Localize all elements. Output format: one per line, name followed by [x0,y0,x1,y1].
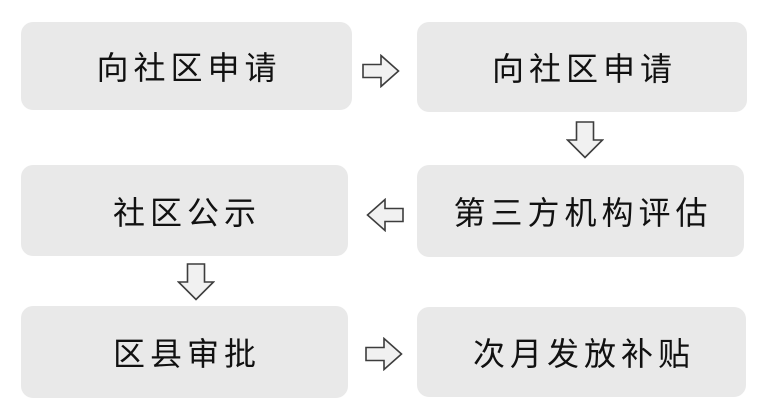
flow-node-third-party-evaluation: 第三方机构评估 [417,165,744,257]
flow-node-label: 次月发放补贴 [472,336,695,372]
flow-node-community-publicity: 社区公示 [21,165,348,256]
flow-node-subsidy-paid-next-month: 次月发放补贴 [417,307,746,397]
right-arrow-icon [365,337,403,371]
flow-node-label: 第三方机构评估 [453,195,713,231]
right-arrow-icon [362,54,400,88]
flow-node-label: 向社区申请 [96,50,282,86]
down-arrow-icon [566,121,604,159]
flow-node-label: 社区公示 [112,194,261,231]
flow-node-label: 区县审批 [112,336,261,372]
flow-node-district-county-approval: 区县审批 [21,306,348,398]
flow-node-label: 向社区申请 [491,51,677,87]
left-arrow-icon [366,198,404,232]
down-arrow-icon [177,263,215,301]
flow-node-apply-to-community-2: 向社区申请 [417,22,747,112]
flow-node-apply-to-community-1: 向社区申请 [21,22,352,110]
